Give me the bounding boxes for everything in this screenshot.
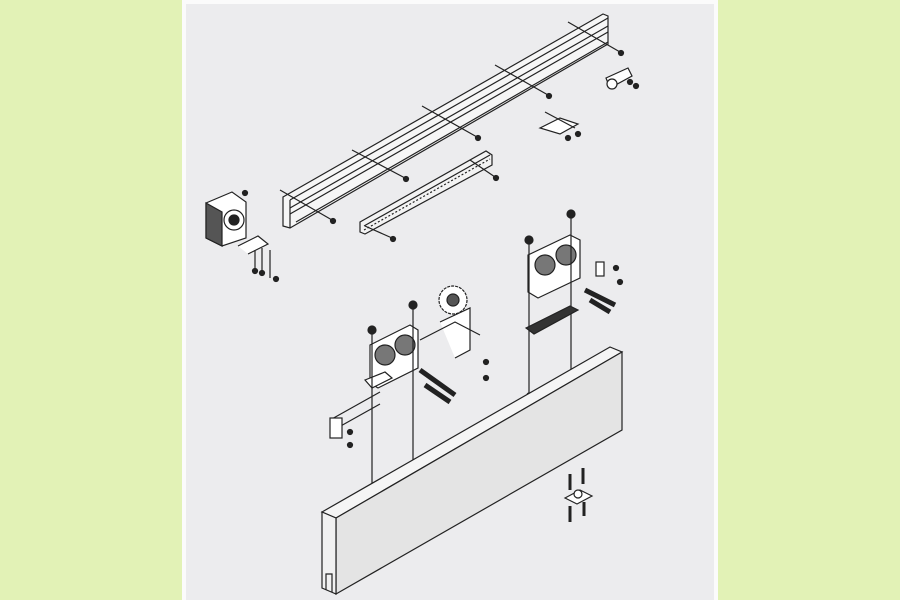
track-rail — [282, 13, 609, 229]
door-panel — [320, 346, 624, 596]
rail-screws — [279, 21, 625, 243]
end-stop — [538, 67, 640, 142]
cover-strip — [359, 150, 493, 235]
carriage-left — [329, 300, 457, 491]
floor-guide — [563, 468, 594, 522]
motor-unit — [205, 189, 280, 283]
belt-tensioner — [419, 285, 490, 382]
